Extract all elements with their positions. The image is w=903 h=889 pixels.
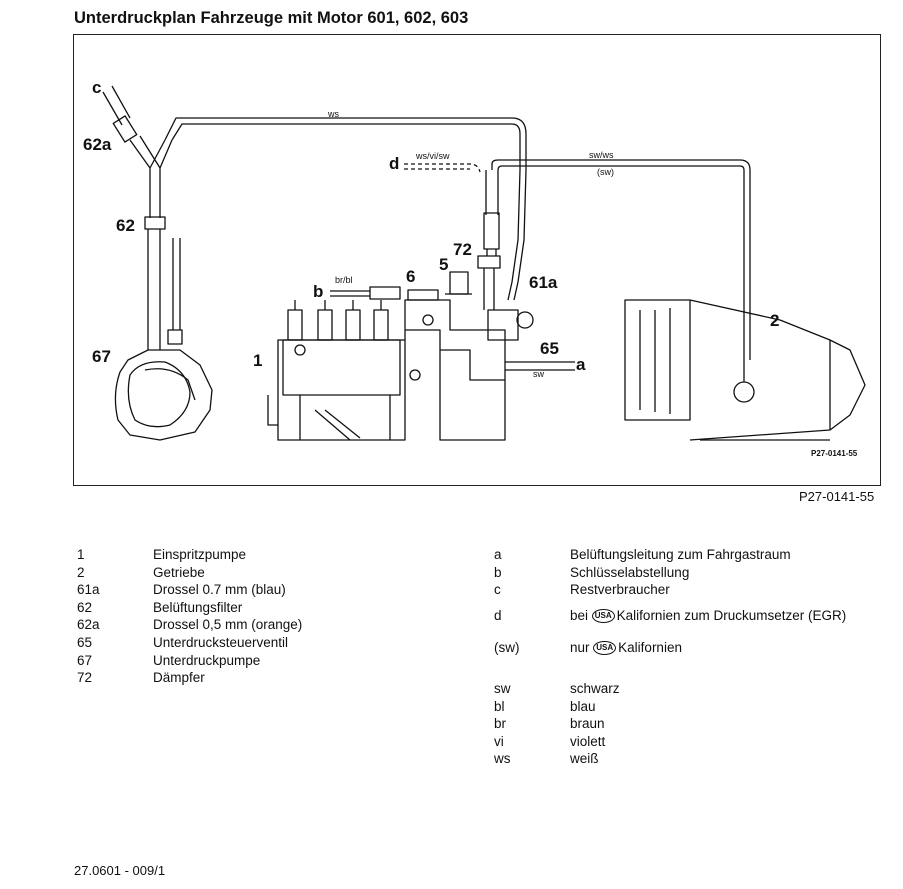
label-ws-vi-sw: ws/vi/sw [415, 151, 450, 161]
label-61a: 61a [529, 273, 558, 292]
document-number: 27.0601 - 009/1 [74, 863, 166, 878]
label-b: b [313, 282, 323, 301]
page-title: Unterdruckplan Fahrzeuge mit Motor 601, … [74, 9, 469, 27]
injection-pump [277, 299, 506, 441]
label-6: 6 [406, 267, 415, 286]
label-sw: sw [533, 369, 545, 379]
hose-ws-inner [164, 117, 527, 301]
label-62: 62 [116, 216, 135, 235]
label-67: 67 [92, 347, 111, 366]
label-5: 5 [439, 255, 448, 274]
gearbox [624, 299, 691, 421]
figure-reference: P27-0141-55 [799, 489, 875, 504]
vacuum-pump [114, 349, 213, 441]
usa-badge: USA [593, 641, 617, 656]
label-a: a [576, 355, 586, 374]
usa-badge: USA [591, 608, 615, 623]
hose-b [330, 290, 370, 297]
label-sw-paren: (sw) [597, 167, 614, 177]
label-72: 72 [453, 240, 472, 259]
label-sw-ws: sw/ws [589, 150, 614, 160]
label-1: 1 [253, 351, 262, 370]
hose-sw-ws [491, 159, 751, 360]
label-c: c [92, 78, 101, 97]
hose-ws [171, 123, 521, 301]
diagram-frame [73, 34, 881, 486]
hose-sw-ws-inner [497, 165, 745, 360]
label-ws: ws [327, 109, 339, 119]
label-65: 65 [540, 339, 559, 358]
hose-d [404, 163, 481, 173]
label-br-bl: br/bl [335, 275, 353, 285]
label-2: 2 [770, 311, 779, 330]
diagram-code: P27-0141-55 [811, 449, 858, 458]
hose-c [102, 85, 131, 126]
label-62a: 62a [83, 135, 112, 154]
label-d: d [389, 154, 399, 173]
